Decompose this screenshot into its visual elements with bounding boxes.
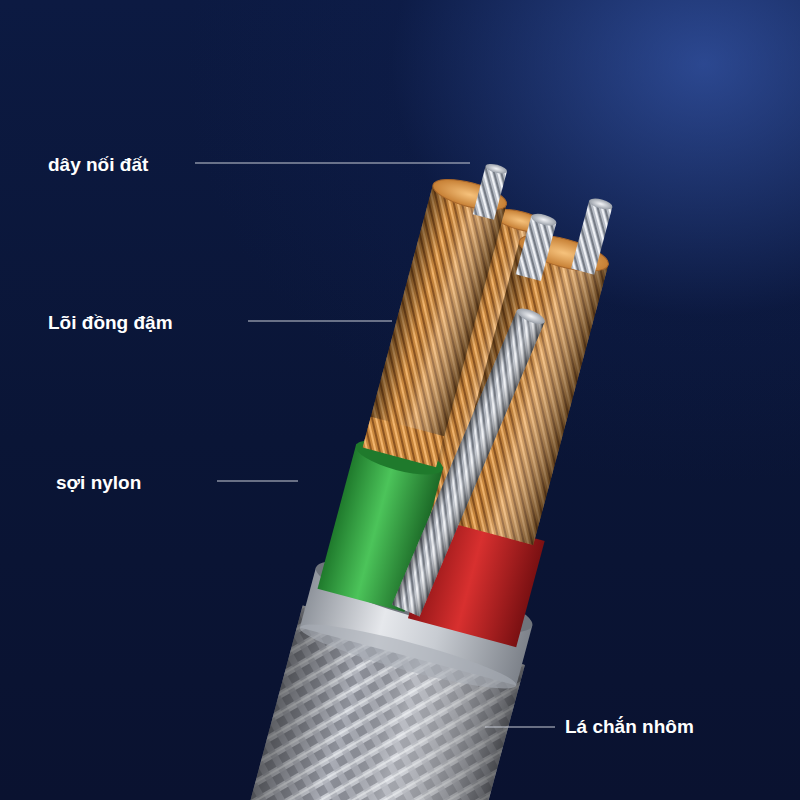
ground-strand [571,201,612,275]
ground-strand-main [392,305,547,616]
ground-strand-end [530,212,558,228]
part-label: sợi nylon [56,472,141,494]
ground-strand-shade [392,310,545,616]
part-label: dây nối đất [48,154,148,176]
ground-strand-end [588,196,614,211]
leader-line [217,480,298,481]
copper-core [363,417,445,468]
ground-strand [516,216,557,281]
ground-strand-end [485,162,508,175]
part-label: Lõi đồng đậm [48,312,173,334]
ground-strand-end [515,305,547,327]
cable [220,146,648,800]
leader-line [485,726,555,727]
part-label: Lá chắn nhôm [565,716,694,738]
leader-line [248,320,392,321]
leader-line [195,162,470,163]
ground-strand [473,166,507,220]
ground-strand [392,310,545,616]
leader-lines [195,163,555,727]
